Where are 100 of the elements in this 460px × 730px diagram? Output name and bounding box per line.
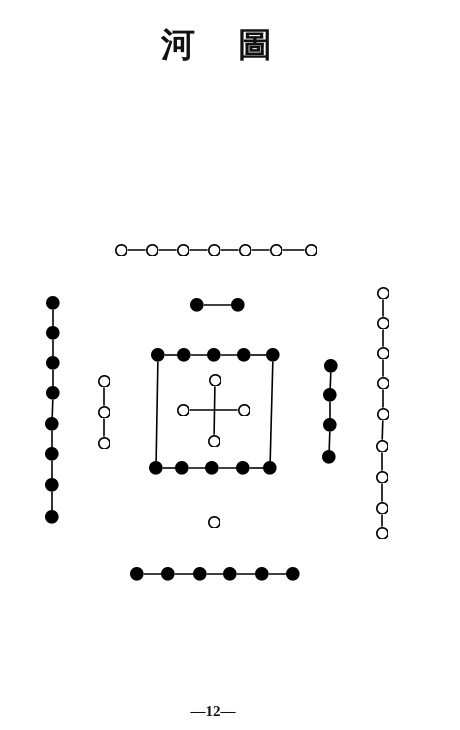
filled-dot (151, 348, 165, 362)
filled-dot (130, 567, 144, 581)
connector-line (382, 329, 384, 347)
connector-line (213, 386, 216, 435)
filled-dot (236, 461, 250, 475)
open-dot (376, 376, 390, 390)
open-dot (270, 244, 282, 256)
filled-dot (45, 478, 59, 492)
filled-dot (322, 450, 336, 464)
open-dot (376, 440, 388, 452)
open-dot (98, 436, 110, 450)
open-dot (376, 286, 390, 300)
filled-dot (263, 461, 277, 475)
filled-dot (190, 298, 204, 312)
filled-dot (286, 567, 300, 581)
connector-line (218, 467, 236, 469)
connector-line (158, 249, 177, 251)
filled-dot (46, 296, 60, 310)
open-dot (208, 516, 220, 528)
connector-line (328, 432, 331, 450)
connector-line (382, 359, 384, 377)
connector-line (164, 354, 178, 356)
filled-dot (193, 567, 207, 581)
connector-line (204, 304, 232, 306)
connector-line (381, 483, 383, 502)
filled-dot (266, 348, 280, 362)
open-dot (176, 404, 190, 416)
filled-dot (231, 298, 245, 312)
open-dot (146, 244, 158, 256)
open-dot (176, 244, 190, 256)
connector-line (52, 370, 54, 386)
open-dot (208, 374, 222, 386)
open-dot (376, 470, 388, 484)
connector-line (381, 420, 384, 440)
connector-line (250, 354, 266, 356)
page-number: —12— (190, 704, 236, 721)
connector-line (162, 467, 176, 469)
filled-dot (161, 567, 175, 581)
filled-dot (323, 388, 337, 402)
connector-line (188, 467, 206, 469)
connector-line (127, 249, 146, 251)
connector-line (190, 354, 208, 356)
open-dot (98, 374, 110, 388)
connector-line (51, 430, 53, 448)
connector-line (250, 467, 264, 469)
connector-line (329, 402, 331, 418)
title: 河圖 (161, 27, 272, 63)
open-dot (376, 346, 390, 360)
open-dot (376, 408, 390, 420)
connector-line (329, 372, 332, 388)
connector-line (381, 452, 383, 471)
connector-line (268, 573, 286, 575)
filled-dot (45, 510, 59, 524)
filled-dot (46, 326, 60, 340)
connector-line (220, 354, 238, 356)
filled-dot (324, 359, 338, 373)
open-dot (376, 526, 388, 540)
filled-dot (323, 418, 337, 432)
connector-line (174, 573, 194, 575)
connector-line (269, 362, 274, 462)
open-dot (238, 404, 250, 416)
connector-line (382, 299, 384, 317)
connector-line (382, 389, 384, 408)
connector-line (251, 249, 270, 251)
filled-dot (46, 356, 60, 370)
connector-line (52, 340, 54, 356)
open-dot (208, 434, 220, 448)
open-dot (208, 244, 220, 256)
open-dot (238, 244, 252, 256)
connector-line (51, 400, 54, 418)
filled-dot (175, 461, 189, 475)
open-dot (98, 406, 110, 418)
filled-dot (177, 348, 191, 362)
connector-line (220, 249, 239, 251)
filled-dot (46, 386, 60, 400)
open-dot (376, 502, 388, 514)
connector-line (144, 573, 162, 575)
filled-dot (45, 447, 59, 461)
open-dot (376, 316, 390, 330)
connector-line (103, 418, 105, 437)
filled-dot (149, 461, 163, 475)
connector-line (155, 362, 159, 462)
filled-dot (205, 461, 219, 475)
filled-dot (223, 567, 237, 581)
filled-dot (255, 567, 269, 581)
open-dot (114, 244, 128, 256)
filled-dot (207, 348, 221, 362)
connector-line (51, 492, 53, 510)
connector-line (206, 573, 224, 575)
open-dot (304, 244, 318, 256)
connector-line (381, 514, 383, 527)
connector-line (52, 310, 54, 326)
connector-line (189, 409, 238, 411)
connector-line (103, 387, 105, 406)
connector-line (51, 460, 53, 478)
filled-dot (237, 348, 251, 362)
connector-line (282, 249, 305, 251)
filled-dot (45, 417, 59, 431)
connector-line (189, 249, 208, 251)
connector-line (236, 573, 256, 575)
